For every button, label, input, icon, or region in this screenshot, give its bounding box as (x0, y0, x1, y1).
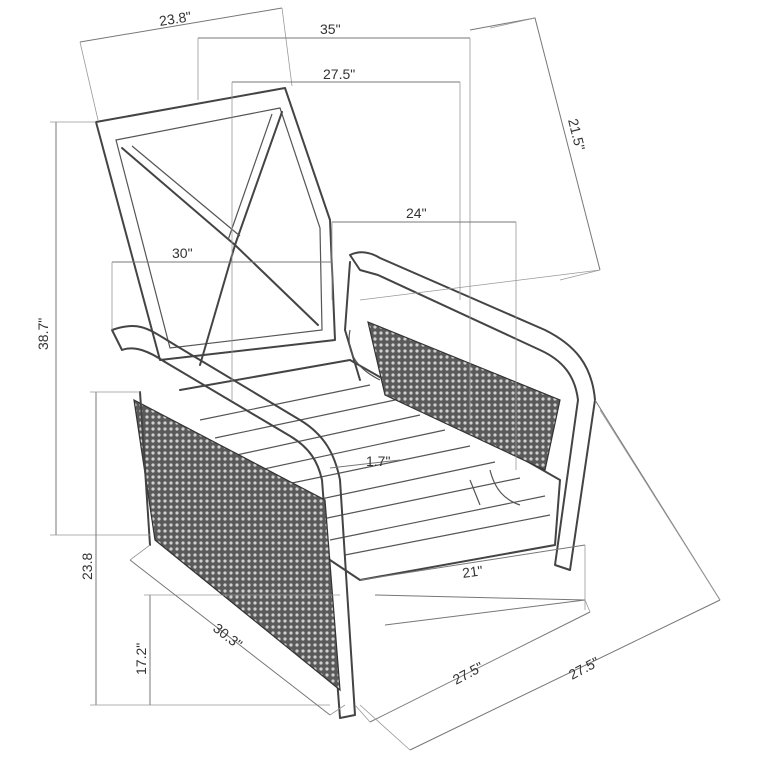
label-seat-slope: 1.7" (366, 453, 390, 469)
backrest-x-brace-inner (131, 113, 273, 241)
right-side-mesh (367, 321, 561, 471)
label-overall-width: 35" (320, 21, 341, 37)
right-armrest (349, 251, 596, 571)
seat-frame (179, 359, 561, 581)
label-seat-depth: 24" (406, 205, 427, 221)
left-armrest (111, 325, 356, 719)
label-overall-height: 38.7" (35, 318, 51, 350)
label-back-width-top: 23.8" (158, 8, 192, 29)
backrest-inner (115, 107, 323, 349)
label-front-width: 27.5" (450, 658, 486, 687)
label-seat-width: 21" (461, 562, 484, 581)
backrest-x-brace (121, 111, 319, 366)
left-front-leg (139, 391, 151, 546)
label-seat-height: 17.2" (133, 643, 149, 675)
dimension-lines (50, 7, 721, 751)
chair-drawing (95, 87, 596, 719)
right-front-leg (344, 261, 361, 381)
label-back-width-mid: 30" (172, 245, 193, 261)
backrest-outer (95, 87, 336, 361)
label-inner-width: 27.5" (323, 66, 355, 82)
label-side-depth: 30.3" (210, 620, 245, 652)
label-arm-height: 23.8 (79, 553, 95, 580)
label-diagonal-depth: 27.5" (566, 653, 602, 682)
left-side-mesh (133, 398, 341, 692)
recline-bracket (348, 329, 521, 506)
label-back-height: 21.5" (565, 117, 588, 152)
